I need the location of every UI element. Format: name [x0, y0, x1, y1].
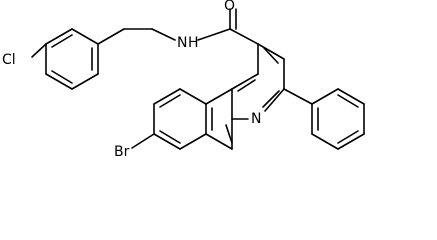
amide-group [197, 8, 259, 45]
phenyl-ring [311, 88, 365, 150]
chlorophenyl-ring [45, 28, 99, 90]
atom-label-amide-nitrogen: N [177, 35, 187, 51]
atom-label-ring-nitrogen: N [251, 111, 261, 127]
atom-label-chlorine: Cl [2, 52, 16, 68]
c-br-bond [131, 133, 155, 149]
quinoline-benzo-ring [153, 88, 233, 150]
c-cl-bond [31, 43, 47, 58]
structure-canvas: Cl N H O Br N [2, 0, 365, 160]
c-phenyl-bond [283, 88, 313, 105]
atom-label-amide-hydrogen: H [188, 35, 199, 51]
atom-label-bromine: Br [114, 144, 130, 160]
quinoline-pyridine-ring [231, 43, 285, 120]
ethyl-linker [97, 28, 176, 45]
molecule-drawing: Cl N H O Br N [2, 0, 365, 160]
atom-label-oxygen: O [224, 0, 235, 14]
